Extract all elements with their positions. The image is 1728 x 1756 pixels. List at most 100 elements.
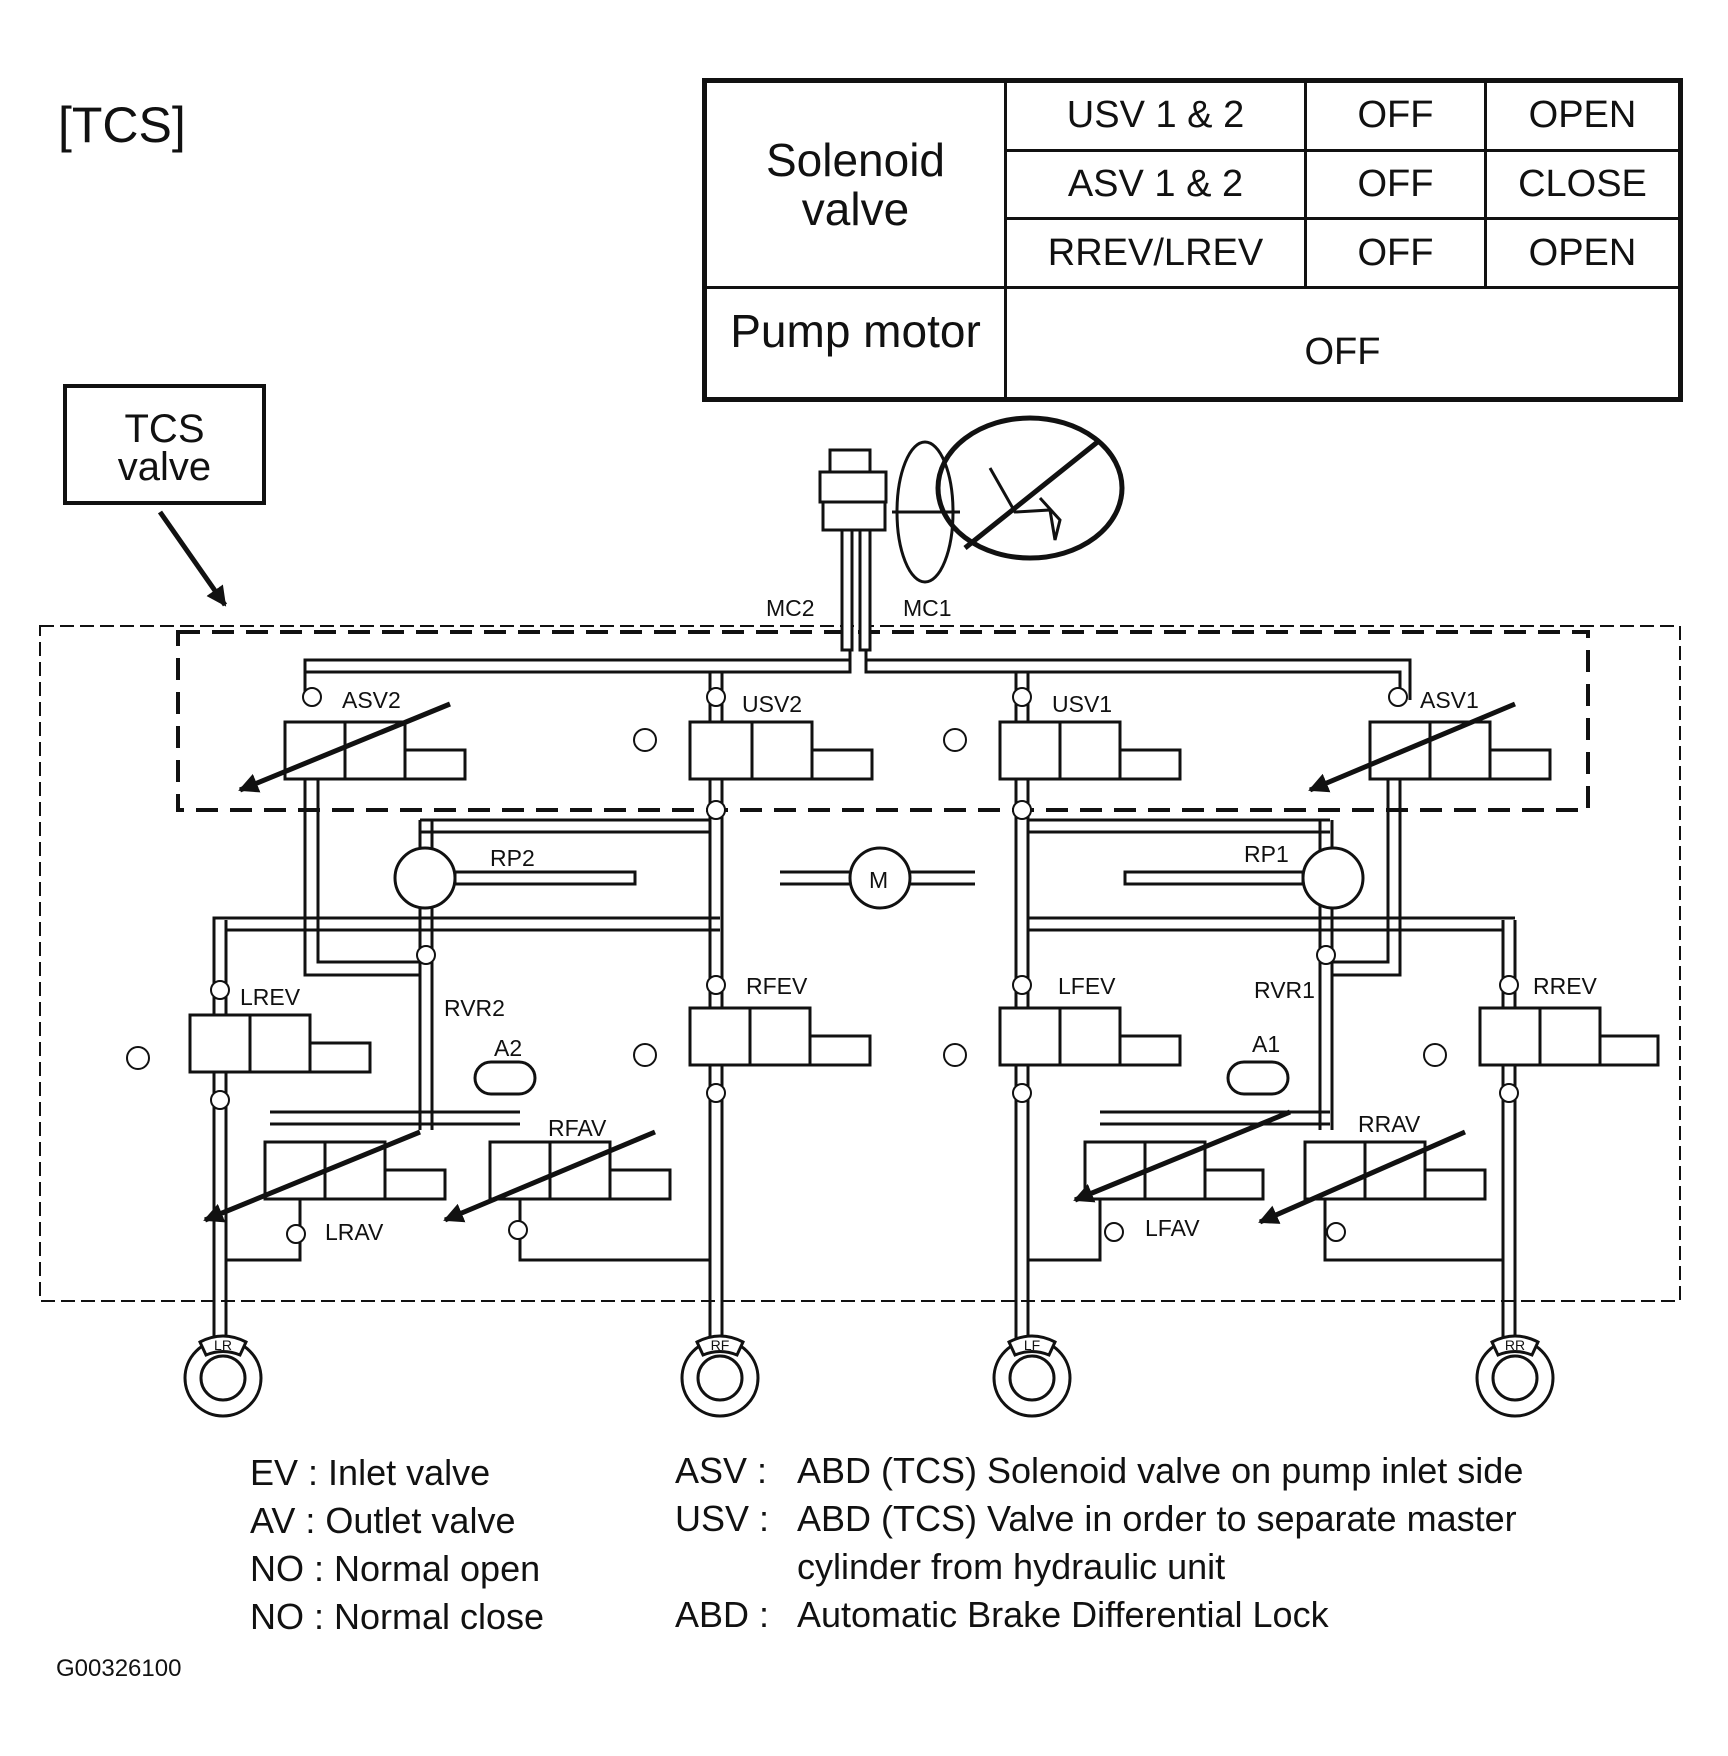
wheel-brake-rr — [1475, 1334, 1555, 1418]
label-lfav: LFAV — [1145, 1215, 1200, 1241]
legend-abbr: EV — [250, 1452, 299, 1493]
legend-desc: : Normal close — [314, 1596, 545, 1637]
legend-item: AV : Outlet valve — [250, 1500, 515, 1542]
legend-desc: : Inlet valve — [308, 1452, 491, 1493]
flow-arrows — [203, 701, 1516, 1225]
callout-pointer-arrow — [157, 510, 228, 607]
callout-line1: TCS — [124, 407, 205, 451]
legend-abbr: AV — [250, 1500, 296, 1541]
valve-state-cell: CLOSE — [1484, 148, 1682, 221]
label-wheel-lr: LR — [214, 1337, 232, 1353]
wheel-brake-lr — [183, 1334, 263, 1418]
pump-motor-label: Pump motor — [703, 286, 1007, 401]
label-rrev: RREV — [1533, 973, 1598, 999]
valve-power-cell: OFF — [1304, 79, 1487, 152]
solenoid-status-table: Solenoid valve USV 1 & 2 OFF OPEN ASV 1 … — [702, 78, 1683, 402]
label-rp1: RP1 — [1244, 841, 1289, 867]
valve-state-cell: OPEN — [1484, 79, 1682, 152]
callout-line2: valve — [117, 445, 212, 489]
label-usv2: USV2 — [742, 691, 802, 717]
valve-blocks — [188, 720, 1660, 1201]
legend-item: cylinder from hydraulic unit — [675, 1546, 1225, 1588]
valve-name-cell: RREV/LREV — [1004, 217, 1307, 289]
lrev-valve — [188, 1013, 252, 1074]
label-a1: A1 — [1252, 1031, 1280, 1057]
accumulator-a1 — [1226, 1060, 1290, 1096]
legend-abbr: NO — [250, 1548, 304, 1589]
label-rp2: RP2 — [490, 845, 535, 871]
label-rvr1: RVR1 — [1254, 977, 1315, 1003]
accumulator-a2 — [473, 1060, 537, 1096]
table-row: ASV 1 & 2 OFF CLOSE — [705, 148, 1682, 221]
label-wheel-rf: RF — [711, 1337, 730, 1353]
label-rfav: RFAV — [548, 1115, 607, 1141]
wheel-brake-lf — [992, 1334, 1072, 1418]
usv1-valve — [998, 720, 1062, 781]
check-valves — [126, 687, 1519, 1244]
legend-desc: ABD (TCS) Solenoid valve on pump inlet s… — [797, 1450, 1524, 1491]
valve-state-cell: OPEN — [1484, 217, 1682, 289]
table-row: RREV/LREV OFF OPEN — [705, 217, 1682, 289]
legend-abbr: ABD : — [675, 1594, 770, 1635]
legend-desc: : Normal open — [314, 1548, 541, 1589]
tcs-valve-callout: TCS valve — [63, 384, 266, 505]
legend-item: USV : ABD (TCS) Valve in order to separat… — [675, 1498, 1517, 1540]
table-row: Pump motor OFF — [703, 286, 1682, 401]
label-wheel-rr: RR — [1505, 1337, 1525, 1353]
wheel-labels: LR RF LF RR — [214, 1337, 1525, 1353]
valve-name-cell: ASV 1 & 2 — [1004, 148, 1307, 221]
label-mc1: MC1 — [903, 595, 952, 621]
label-lrev: LREV — [240, 984, 301, 1010]
label-lfev: LFEV — [1058, 973, 1116, 999]
return-pump-rp1 — [1123, 846, 1365, 910]
legend-item: ABD : Automatic Brake Differential Lock — [675, 1594, 1329, 1636]
label-a2: A2 — [494, 1035, 522, 1061]
tcs-valve-group-boundary — [176, 630, 1590, 812]
label-rrav: RRAV — [1358, 1111, 1421, 1137]
label-wheel-lf: LF — [1024, 1337, 1040, 1353]
legend-abbr: ASV : — [675, 1450, 768, 1491]
figure-id: G00326100 — [56, 1655, 182, 1682]
legend-desc: ABD (TCS) Valve in order to separate mas… — [797, 1498, 1517, 1539]
label-lrav: LRAV — [325, 1219, 384, 1245]
rrav-valve — [1303, 1140, 1367, 1201]
valve-name-cell: USV 1 & 2 — [1004, 79, 1307, 152]
legend-item: EV : Inlet valve — [250, 1452, 490, 1494]
master-cylinder — [818, 448, 888, 652]
usv2-valve — [688, 720, 754, 781]
label-asv1: ASV1 — [1420, 687, 1479, 713]
label-motor: M — [869, 867, 888, 893]
solenoid-header-line2: valve — [801, 182, 910, 235]
page-title: [TCS] — [58, 97, 186, 153]
wheel-brakes — [183, 1334, 1555, 1418]
legend-desc: cylinder from hydraulic unit — [797, 1546, 1226, 1587]
brake-pedal-icon — [935, 415, 1125, 561]
lfev-valve — [998, 1006, 1062, 1067]
legend-desc: Automatic Brake Differential Lock — [797, 1594, 1329, 1635]
label-rvr2: RVR2 — [444, 995, 505, 1021]
label-usv1: USV1 — [1052, 691, 1112, 717]
rfev-valve — [688, 1006, 752, 1067]
legend-item: NO : Normal close — [250, 1596, 544, 1638]
label-mc2: MC2 — [766, 595, 815, 621]
label-asv2: ASV2 — [342, 687, 401, 713]
legend-abbr: USV : — [675, 1498, 770, 1539]
valve-power-cell: OFF — [1304, 148, 1487, 221]
rrev-valve — [1478, 1006, 1542, 1067]
legend-item: NO : Normal open — [250, 1548, 540, 1590]
table-row: Solenoid valve USV 1 & 2 OFF OPEN — [703, 79, 1682, 289]
solenoid-valve-header: Solenoid valve — [703, 79, 1007, 289]
legend-desc: : Outlet valve — [305, 1500, 516, 1541]
label-rfev: RFEV — [746, 973, 808, 999]
wheel-brake-rf — [680, 1334, 760, 1418]
brake-booster — [892, 440, 960, 584]
pump-motor-state: OFF — [1004, 286, 1682, 401]
legend-abbr: NO — [250, 1596, 304, 1637]
component-labels: MC2 MC1 ASV2 USV2 USV1 ASV1 RP2 RP1 M LR… — [240, 595, 1598, 1245]
pump-motor — [780, 846, 975, 910]
legend-item: ASV : ABD (TCS) Solenoid valve on pump in… — [675, 1450, 1523, 1492]
return-pump-rp2 — [393, 846, 637, 910]
solenoid-header-line1: Solenoid — [765, 134, 946, 187]
